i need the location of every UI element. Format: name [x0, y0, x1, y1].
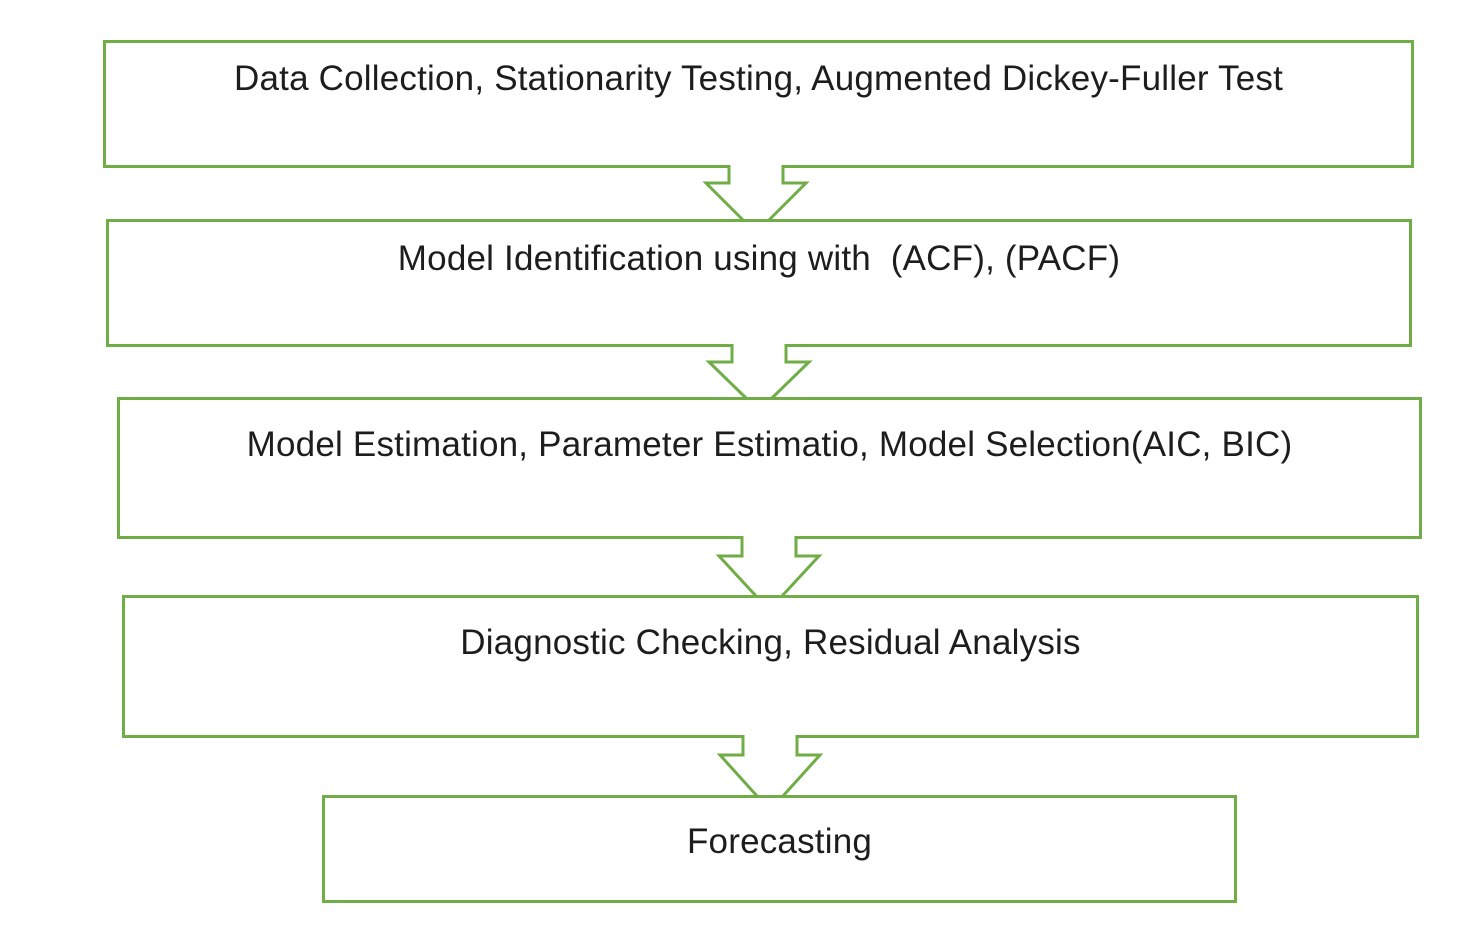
flow-step-4: Diagnostic Checking, Residual Analysis	[122, 595, 1419, 738]
flow-step-2-label: Model Identification using with (ACF), (…	[397, 239, 1121, 278]
flow-step-1-label: Data Collection, Stationarity Testing, A…	[234, 59, 1283, 98]
flow-step-1: Data Collection, Stationarity Testing, A…	[103, 40, 1414, 168]
flow-step-4-label: Diagnostic Checking, Residual Analysis	[460, 623, 1081, 662]
down-arrow-icon	[705, 344, 813, 400]
down-arrow-icon	[702, 165, 810, 222]
flow-step-3-label: Model Estimation, Parameter Estimatio, M…	[246, 425, 1293, 464]
flow-step-5: Forecasting	[322, 795, 1237, 903]
flow-step-3: Model Estimation, Parameter Estimatio, M…	[117, 397, 1422, 539]
down-arrow-icon	[715, 536, 823, 598]
flow-step-5-label: Forecasting	[686, 822, 873, 861]
down-arrow-icon	[716, 735, 824, 798]
flow-step-2: Model Identification using with (ACF), (…	[106, 219, 1412, 347]
